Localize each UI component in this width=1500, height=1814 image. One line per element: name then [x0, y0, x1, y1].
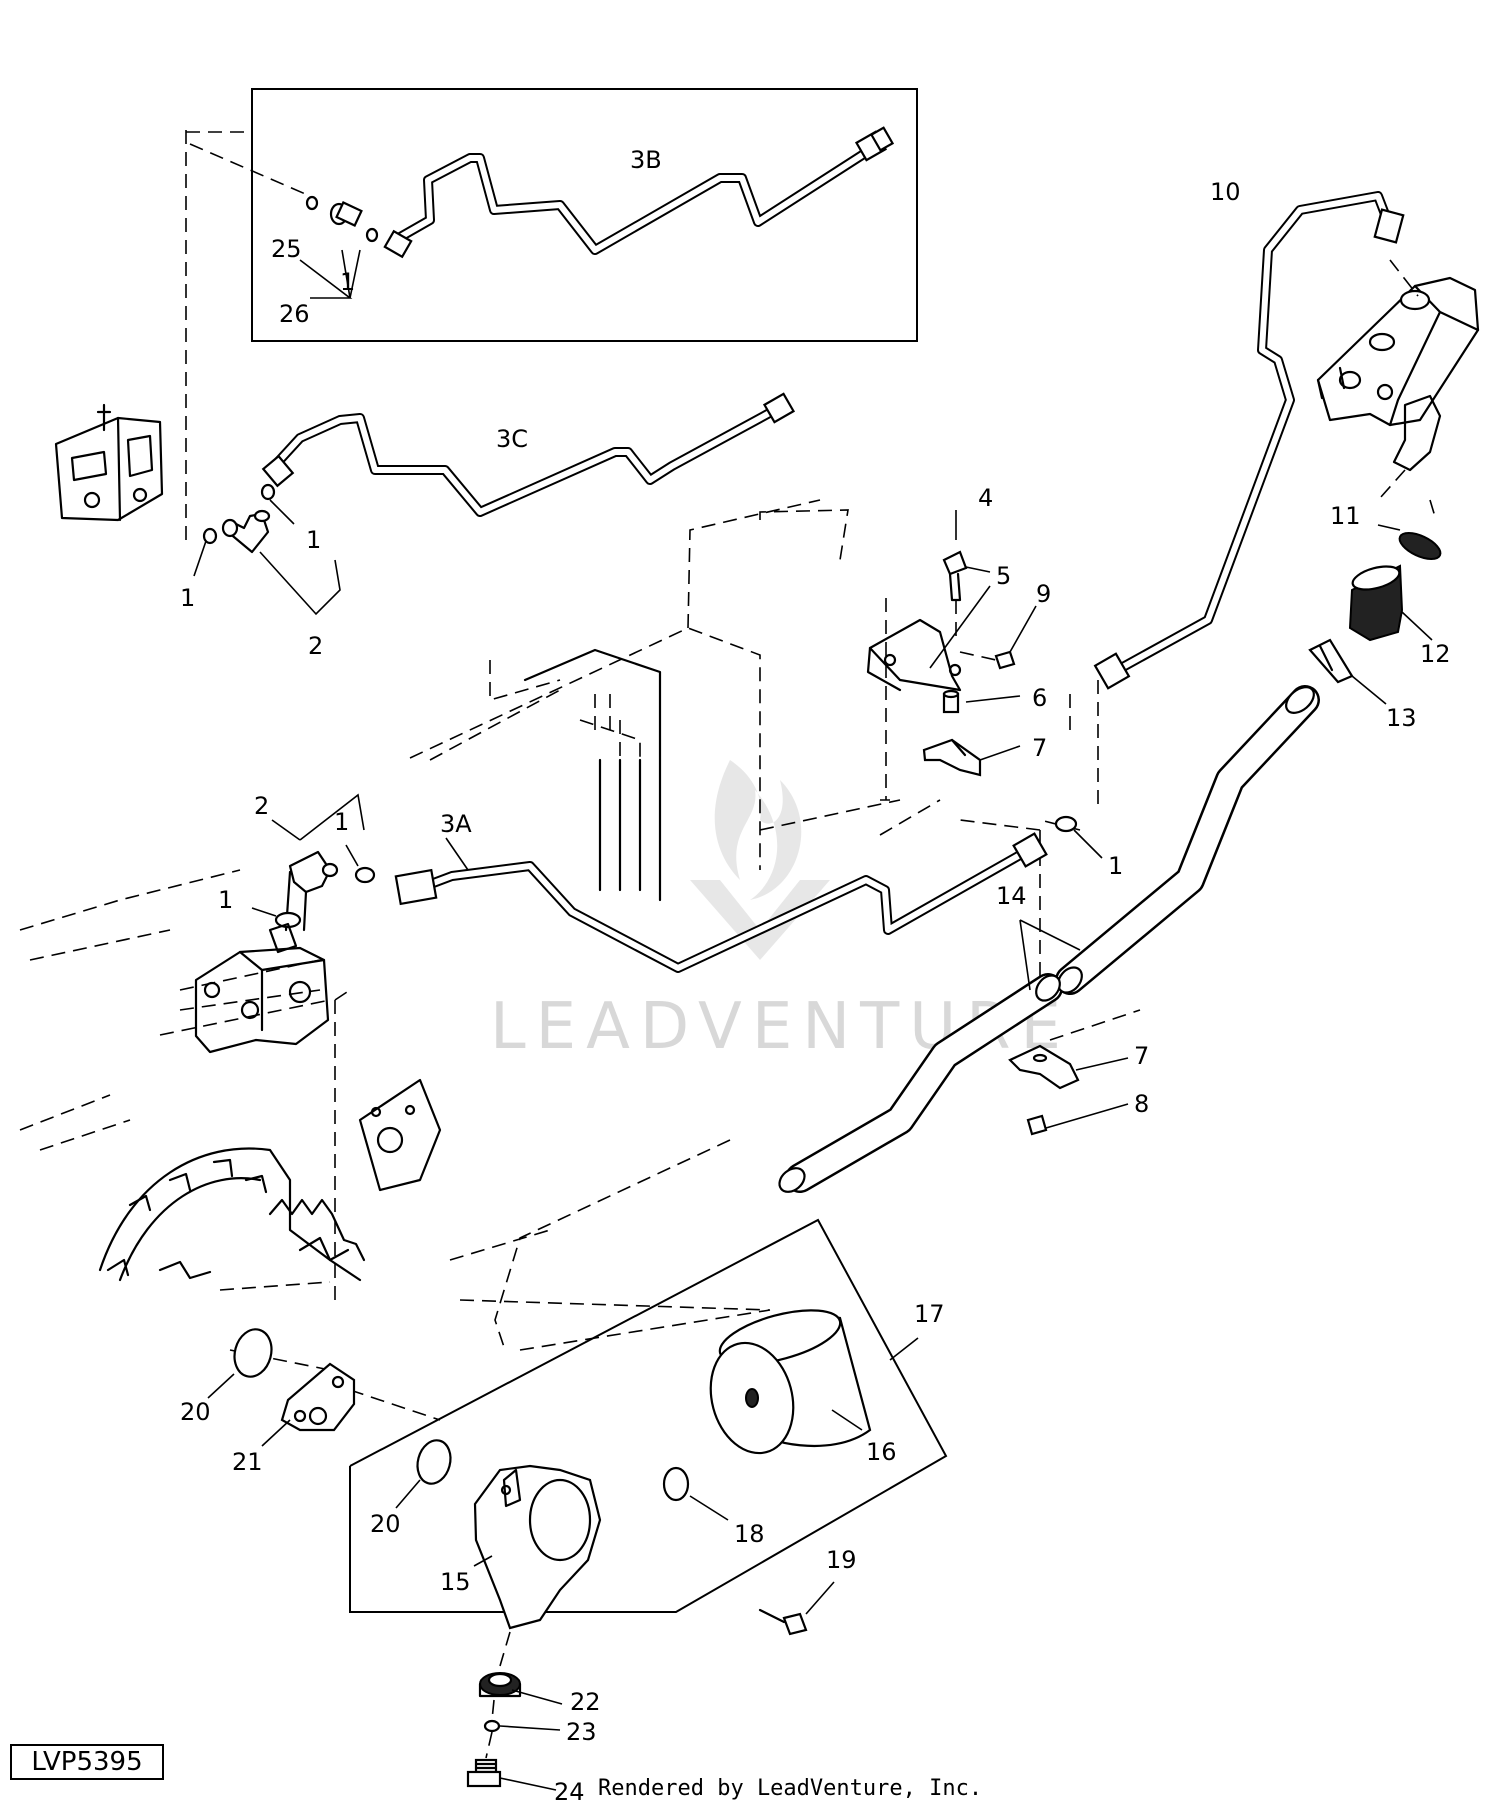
pump-lower-left [194, 922, 330, 1054]
callout-22: 22 [570, 1688, 601, 1716]
tube-3b-end-fitting [854, 126, 895, 162]
nut-8 [1026, 1114, 1048, 1136]
callout-5: 5 [996, 562, 1011, 590]
frame-bracket [523, 648, 662, 902]
callout-1-upper-mid: 1 [306, 526, 321, 554]
clamp-7-lower [1008, 1044, 1080, 1090]
callout-18: 18 [734, 1520, 765, 1548]
callout-3a: 3A [440, 810, 472, 838]
oring-1-inset [365, 227, 379, 243]
clamp-13 [1308, 638, 1354, 684]
callout-21: 21 [232, 1448, 263, 1476]
oring-1-upper-mid [260, 483, 276, 501]
callout-16: 16 [866, 1438, 897, 1466]
bolt-4 [942, 550, 968, 602]
filter-element-16 [709, 1309, 872, 1455]
drain-cap-22 [478, 1672, 522, 1698]
callout-26: 26 [279, 300, 310, 328]
callout-1-inset: 1 [340, 268, 355, 296]
filter-head-15 [473, 1464, 602, 1630]
fitting-26 [329, 201, 363, 227]
callout-14: 14 [996, 882, 1027, 910]
mount-bracket-5 [866, 618, 962, 692]
hose-14 [778, 685, 1320, 1193]
callout-7-upper: 7 [1032, 734, 1047, 762]
callout-2-lower: 2 [254, 792, 269, 820]
inset-box-3b [186, 88, 918, 342]
oring-1-lower-a [354, 866, 376, 884]
oring-20-b [416, 1439, 452, 1485]
spacer-6 [942, 689, 960, 714]
oring-1-upper-left [202, 527, 218, 545]
callout-9: 9 [1036, 580, 1051, 608]
callout-1-lower-right: 1 [1108, 852, 1123, 880]
drawing-id-label: LVP5395 [10, 1744, 164, 1780]
oring-1-lower-right [1054, 815, 1078, 833]
bolt-19 [758, 1608, 808, 1636]
callout-3c: 3C [496, 425, 528, 453]
render-credit: Rendered by LeadVenture, Inc. [598, 1776, 983, 1801]
callout-1-lower-a: 1 [218, 886, 233, 914]
callout-23: 23 [566, 1718, 597, 1746]
flame-logo-icon [690, 760, 830, 960]
tube-3c [261, 392, 796, 517]
clamp-7-upper [922, 738, 982, 777]
callout-7-lower: 7 [1134, 1042, 1149, 1070]
callout-labels: 25 26 1 3B 10 3C 1 1 2 4 5 9 11 12 13 6 … [180, 146, 1451, 1806]
callout-11: 11 [1330, 502, 1361, 530]
tube-3b-nut [383, 229, 413, 259]
callout-25: 25 [271, 235, 302, 263]
oring-23 [483, 1719, 501, 1733]
callout-19: 19 [826, 1546, 857, 1574]
callout-20-a: 20 [180, 1398, 211, 1426]
chassis-phantom-outline [19, 499, 1141, 1421]
callout-3b: 3B [630, 146, 662, 174]
pump-upper-left [54, 403, 164, 522]
oring-20-a [233, 1328, 273, 1378]
drain-plug-24 [466, 1758, 502, 1788]
hose-12 [1348, 564, 1404, 642]
inset-frame [251, 88, 918, 342]
tube-3a [394, 832, 1048, 973]
callout-13: 13 [1386, 704, 1417, 732]
callout-6: 6 [1032, 684, 1047, 712]
callout-20-b: 20 [370, 1510, 401, 1538]
engine-housing [98, 1078, 442, 1282]
clamp-11 [1398, 532, 1442, 560]
callout-12: 12 [1420, 640, 1451, 668]
nut-9 [959, 650, 1016, 670]
pump-upper-right [1316, 276, 1480, 472]
callout-24: 24 [554, 1778, 585, 1806]
callout-4: 4 [978, 484, 993, 512]
callout-10: 10 [1210, 178, 1241, 206]
callout-1-lower-b: 1 [334, 808, 349, 836]
oring-18 [662, 1466, 690, 1502]
callout-15: 15 [440, 1568, 471, 1596]
gasket-plate-21 [280, 1362, 356, 1432]
oring-25 [305, 195, 319, 211]
callout-8: 8 [1134, 1090, 1149, 1118]
callout-2-upper: 2 [308, 632, 323, 660]
callout-1-upper-left: 1 [180, 584, 195, 612]
elbow-2-upper [221, 509, 271, 554]
filter-assembly-box [349, 1218, 948, 1613]
tube-10 [1093, 191, 1405, 690]
callout-17: 17 [914, 1300, 945, 1328]
